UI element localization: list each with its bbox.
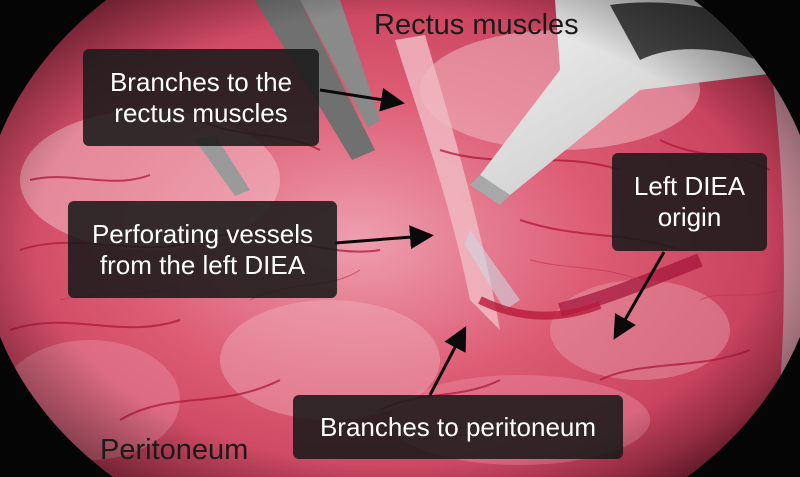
label-rectus-muscles: Rectus muscles: [374, 9, 579, 41]
label-perforating-line1: Perforating vessels: [91, 218, 314, 249]
label-branches-rectus-line2: rectus muscles: [114, 97, 288, 128]
label-peritoneum: Peritoneum: [100, 434, 249, 466]
label-left-diea-line2: origin: [657, 202, 722, 232]
label-branches-rectus-line1: Branches to the: [109, 66, 293, 97]
label-branches-peritoneum: Branches to peritoneum: [293, 395, 623, 459]
label-left-diea-origin: Left DIEA origin: [612, 153, 767, 251]
label-left-diea-line1: Left DIEA: [633, 171, 746, 201]
label-perforating-vessels: Perforating vessels from the left DIEA: [68, 201, 337, 298]
label-perforating-line2: from the left DIEA: [99, 249, 306, 280]
label-branches-rectus: Branches to the rectus muscles: [83, 49, 319, 146]
